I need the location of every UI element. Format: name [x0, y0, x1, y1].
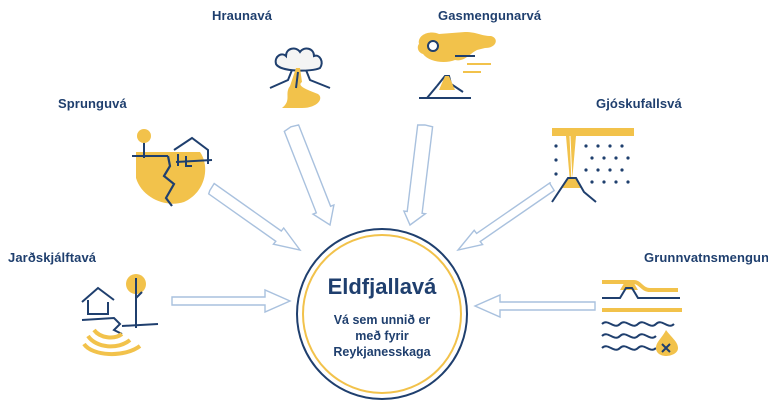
center-subtitle-line: Vá sem unnið er [333, 313, 431, 327]
arrow-gjoskufallsva [456, 181, 556, 252]
gas-pollution-icon [417, 32, 496, 99]
arrow-gasmengunarva [402, 124, 434, 227]
label-gasmengunarva: Gasmengunarvá [438, 8, 542, 23]
center-subtitle-line: með fyrir [355, 329, 409, 343]
arrow-hraunava [283, 124, 335, 227]
groundwater-pollution-icon [601, 280, 682, 356]
center-subtitle-line: Reykjanesskaga [333, 345, 431, 359]
arrow-jardskjalftava [171, 288, 292, 314]
earthquake-icon [81, 274, 159, 357]
label-hraunava: Hraunavá [212, 8, 273, 23]
label-gjoskufallsva: Gjóskufallsvá [596, 96, 682, 111]
arrow-sprunguva [207, 182, 302, 252]
tephra-fall-icon [551, 128, 634, 203]
center-inner-ring [302, 234, 462, 394]
label-jardskjalftava: Jarðskjálftavá [8, 250, 97, 265]
center-circle: Eldfjallavá Vá sem unnið er með fyrir Re… [296, 228, 468, 400]
center-subtitle: Vá sem unnið er með fyrir Reykjanesskaga [308, 312, 456, 360]
center-title: Eldfjallavá [327, 274, 437, 299]
fissure-icon [132, 129, 213, 207]
label-grunnvatnsmengun: Grunnvatnsmengun [644, 250, 768, 265]
arrow-grunnvatnsmengun [473, 293, 596, 319]
label-sprunguva: Sprunguvá [58, 96, 127, 111]
lava-flow-icon [269, 47, 331, 108]
